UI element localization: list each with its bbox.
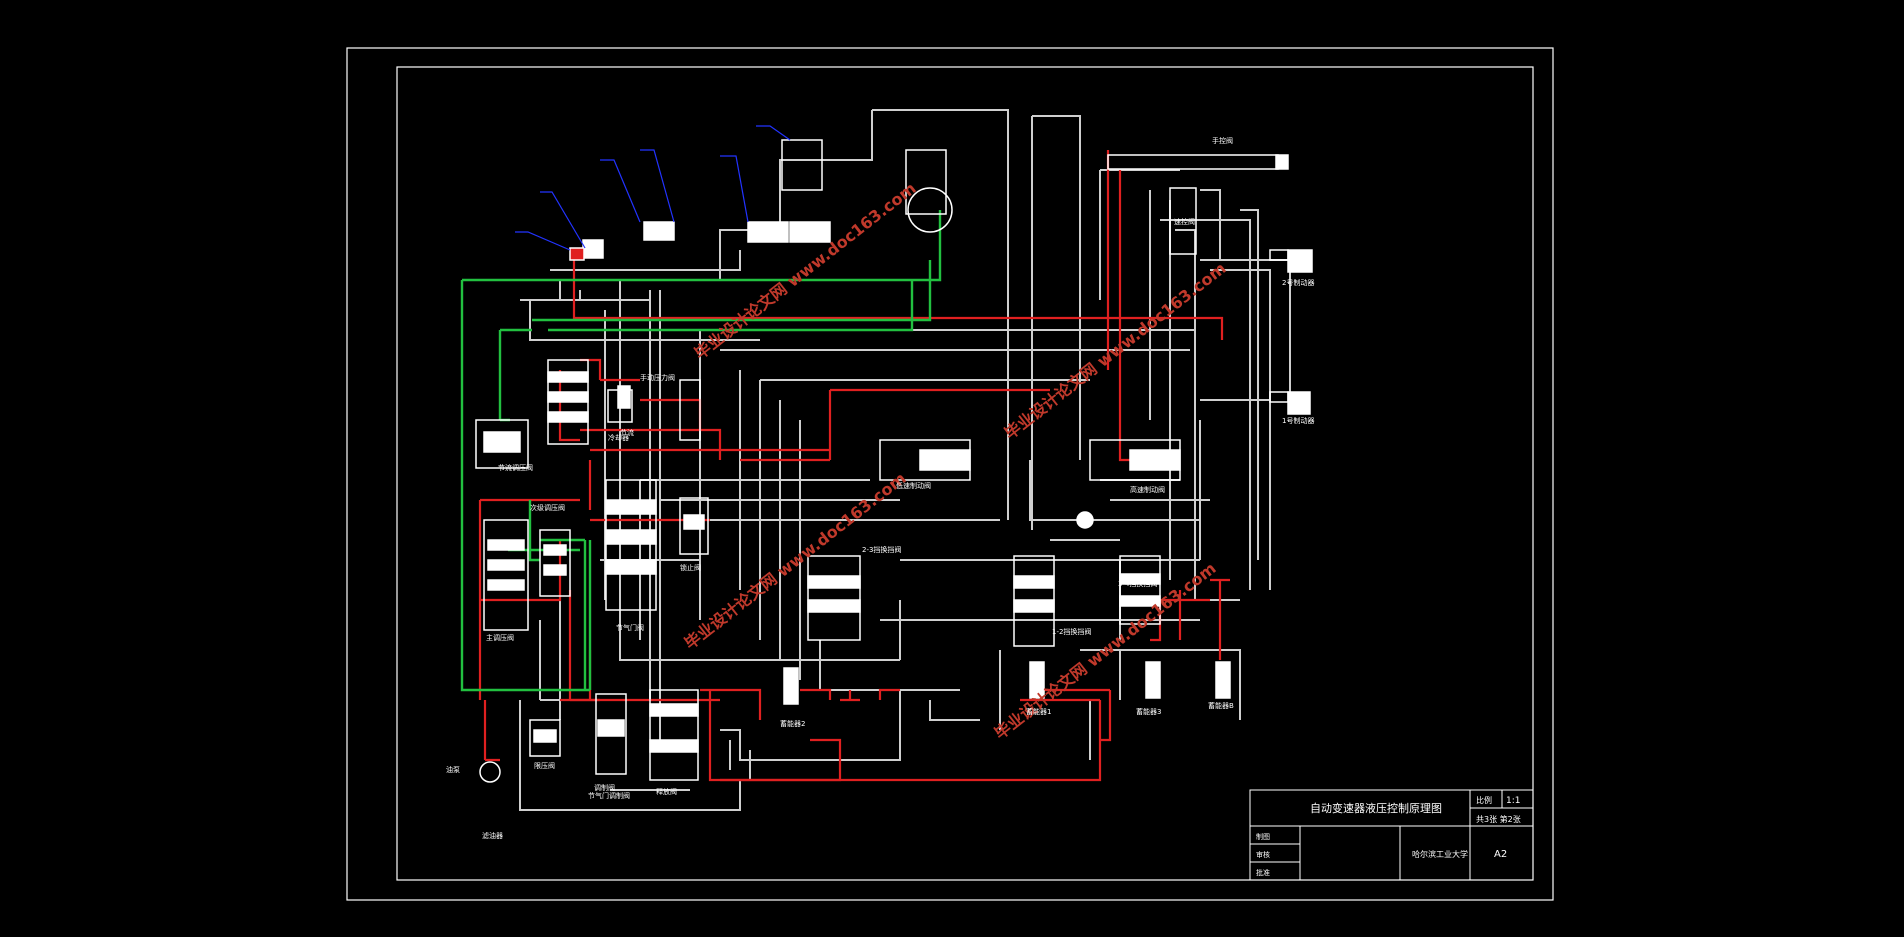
label-speed-reg: 速控阀	[1174, 217, 1195, 226]
label-throttle-valve: 节气门阀	[616, 623, 644, 632]
label-low-coast: 低速制动阀	[896, 481, 931, 490]
label-high-coast: 高速制动阀	[1130, 485, 1165, 494]
line-pressure-lines	[478, 150, 1230, 782]
label-pressure-reg: 节流调压阀	[498, 463, 533, 472]
label-modulator: 调制阀	[594, 783, 615, 792]
row-drawn: 制图	[1256, 832, 1270, 841]
label-accum-b: 蓄能器B	[1208, 701, 1234, 710]
title-block-text: 自动变速器液压控制原理图 比例 1:1 共3张 第2张 制图 审核 批准 哈尔滨…	[1256, 795, 1521, 877]
valve-bodies	[475, 139, 1313, 783]
label-brake1: 1号制动器	[1282, 416, 1314, 425]
scale-label: 比例	[1476, 795, 1492, 805]
label-throttle-mod: 节气门调制阀	[588, 791, 630, 800]
paper-size: A2	[1494, 849, 1507, 860]
inner-frame	[396, 66, 1534, 881]
outer-frame	[346, 47, 1554, 901]
title-block	[1249, 789, 1534, 881]
scale-value: 1:1	[1506, 796, 1520, 806]
label-accum2: 蓄能器2	[780, 719, 805, 728]
label-oil-pump: 油泵	[446, 765, 460, 774]
label-filter: 滤油器	[482, 831, 503, 840]
label-accum1: 蓄能器1	[1026, 707, 1051, 716]
label-brake2: 2号制动器	[1282, 278, 1314, 287]
label-manual-valve: 手控阀	[1212, 136, 1233, 145]
label-cooler: 冷却器	[608, 433, 629, 442]
label-main-reg: 主调压阀	[486, 633, 514, 642]
label-throttle: 节流	[620, 428, 634, 437]
label-accum3: 蓄能器3	[1136, 707, 1161, 716]
label-shift23: 2-3挡换挡阀	[862, 545, 901, 554]
label-aux-valve: 次级调压阀	[530, 503, 565, 512]
callouts	[515, 125, 791, 251]
label-shift34: 3-4挡换挡阀	[1118, 579, 1157, 588]
component-labels: 手控阀 2号制动器 1号制动器 速控阀 节流调压阀 手动压力阀 节流 节气门阀 …	[446, 136, 1314, 840]
label-manual-pressure: 手动压力阀	[640, 373, 675, 382]
label-rel-valve: 释放阀	[656, 787, 677, 796]
row-approved: 批准	[1256, 868, 1270, 877]
control-lines	[519, 109, 1291, 811]
sheet-label: 共3张 第2张	[1476, 814, 1521, 824]
drawing-title: 自动变速器液压控制原理图	[1310, 801, 1442, 815]
label-lockup: 锁止阀	[680, 563, 701, 572]
school-name: 哈尔滨工业大学	[1412, 849, 1468, 859]
lube-lines	[460, 210, 942, 692]
label-check-relief: 限压阀	[534, 761, 555, 770]
watermark-3: 毕业设计论文网 www.doc163.com	[681, 469, 910, 654]
label-shift12: 1-2挡换挡阀	[1052, 627, 1091, 636]
row-checked: 审核	[1256, 850, 1270, 859]
